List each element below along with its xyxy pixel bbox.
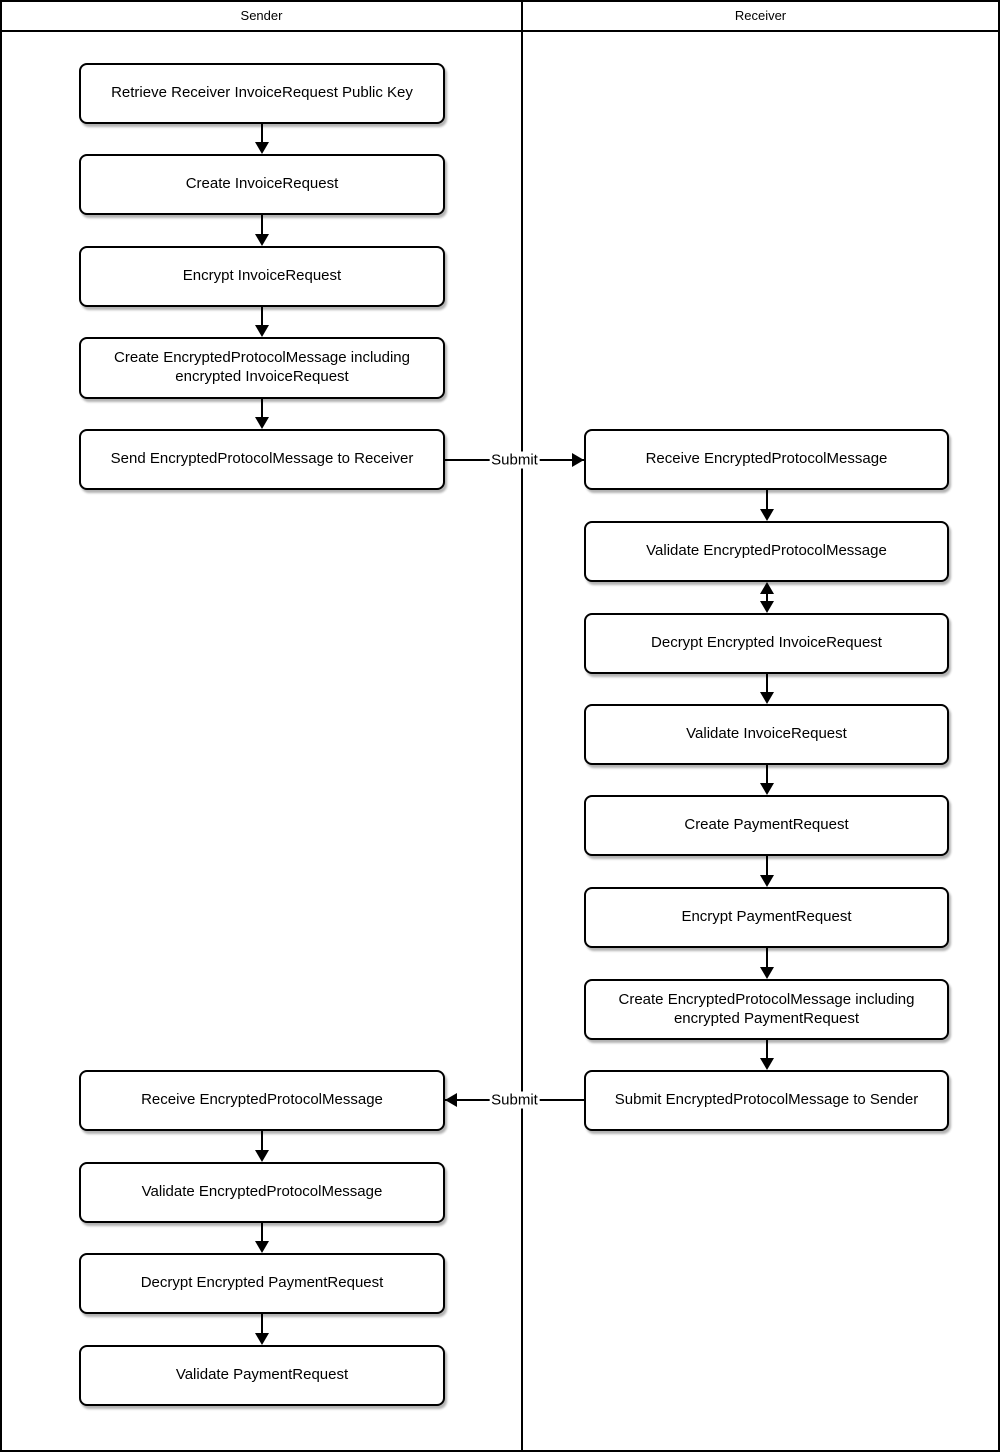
flow-node-label: Create PaymentRequest <box>684 816 849 834</box>
connector-arrow-down-icon <box>760 490 774 521</box>
connector-label-submit: Submit <box>489 1091 540 1109</box>
lane-title-receiver: Receiver <box>734 8 787 23</box>
flow-node-receive-encryptedprotocolmessage-sender: Receive EncryptedProtocolMessage <box>79 1070 445 1131</box>
connector-submit-to-receiver: Submit <box>445 451 584 469</box>
arrow-right-icon <box>572 453 584 467</box>
flow-node-decrypt-encrypted-paymentrequest: Decrypt Encrypted PaymentRequest <box>79 1253 445 1314</box>
connector-arrow-down-icon <box>255 1223 269 1253</box>
flow-node-label: Validate EncryptedProtocolMessage <box>646 542 887 560</box>
flow-node-decrypt-encrypted-invoicerequest: Decrypt Encrypted InvoiceRequest <box>584 613 949 674</box>
connector-arrow-down-icon <box>760 765 774 795</box>
flow-node-retrieve-public-key: Retrieve Receiver InvoiceRequest Public … <box>79 63 445 124</box>
flow-node-create-paymentrequest: Create PaymentRequest <box>584 795 949 856</box>
flow-node-validate-encryptedprotocolmessage-receiver: Validate EncryptedProtocolMessage <box>584 521 949 582</box>
lane-header-sender: Sender <box>2 2 521 30</box>
connector-arrow-down-icon <box>255 124 269 154</box>
flow-node-label: Validate InvoiceRequest <box>686 725 847 743</box>
flow-node-label: Receive EncryptedProtocolMessage <box>645 450 888 468</box>
connector-arrow-down-icon <box>760 1040 774 1070</box>
connector-arrow-down-icon <box>255 307 269 337</box>
connector-submit-to-sender: Submit <box>445 1091 584 1109</box>
flow-node-label: Retrieve Receiver InvoiceRequest Public … <box>111 84 413 102</box>
flow-node-create-encryptedprotocolmessage-paymentrequest: Create EncryptedProtocolMessage includin… <box>584 979 949 1040</box>
lane-header-receiver: Receiver <box>523 2 998 30</box>
flow-node-receive-encryptedprotocolmessage-receiver: Receive EncryptedProtocolMessage <box>584 429 949 490</box>
flow-node-validate-invoicerequest: Validate InvoiceRequest <box>584 704 949 765</box>
flow-node-label: Receive EncryptedProtocolMessage <box>141 1091 383 1109</box>
connector-arrow-down-icon <box>255 399 269 429</box>
connector-arrow-double-icon <box>760 582 774 613</box>
connector-arrow-down-icon <box>255 1131 269 1162</box>
flow-node-label: Send EncryptedProtocolMessage to Receive… <box>110 450 414 468</box>
flow-node-label: Decrypt Encrypted PaymentRequest <box>140 1274 384 1292</box>
lane-title-sender: Sender <box>240 8 283 23</box>
flow-node-label: Validate PaymentRequest <box>175 1366 349 1384</box>
flow-node-submit-encryptedprotocolmessage: Submit EncryptedProtocolMessage to Sende… <box>584 1070 949 1131</box>
connector-arrow-down-icon <box>760 674 774 704</box>
connector-arrow-down-icon <box>255 215 269 246</box>
flow-node-label: Decrypt Encrypted InvoiceRequest <box>651 634 882 652</box>
connector-arrow-down-icon <box>760 856 774 887</box>
connector-arrow-down-icon <box>760 948 774 979</box>
flow-node-label: Submit EncryptedProtocolMessage to Sende… <box>614 1091 919 1109</box>
flow-node-label: Create InvoiceRequest <box>185 175 339 193</box>
header-divider-line <box>2 30 998 32</box>
arrow-left-icon <box>445 1093 457 1107</box>
flow-node-label: Create EncryptedProtocolMessage includin… <box>114 349 410 385</box>
connector-arrow-down-icon <box>255 1314 269 1345</box>
flow-node-create-encryptedprotocolmessage-invoicerequest: Create EncryptedProtocolMessage includin… <box>79 337 445 399</box>
flow-node-validate-paymentrequest: Validate PaymentRequest <box>79 1345 445 1406</box>
connector-label-submit: Submit <box>489 451 540 469</box>
flow-node-label: Encrypt PaymentRequest <box>681 908 852 926</box>
flow-node-encrypt-invoicerequest: Encrypt InvoiceRequest <box>79 246 445 307</box>
flow-node-send-encryptedprotocolmessage: Send EncryptedProtocolMessage to Receive… <box>79 429 445 490</box>
flow-node-label: Encrypt InvoiceRequest <box>182 267 342 285</box>
flow-node-label: Validate EncryptedProtocolMessage <box>141 1183 383 1201</box>
flow-node-validate-encryptedprotocolmessage-sender: Validate EncryptedProtocolMessage <box>79 1162 445 1223</box>
flow-node-create-invoicerequest: Create InvoiceRequest <box>79 154 445 215</box>
lane-divider-line <box>521 2 523 1450</box>
flow-node-label: Create EncryptedProtocolMessage includin… <box>618 990 915 1027</box>
flow-node-encrypt-paymentrequest: Encrypt PaymentRequest <box>584 887 949 948</box>
